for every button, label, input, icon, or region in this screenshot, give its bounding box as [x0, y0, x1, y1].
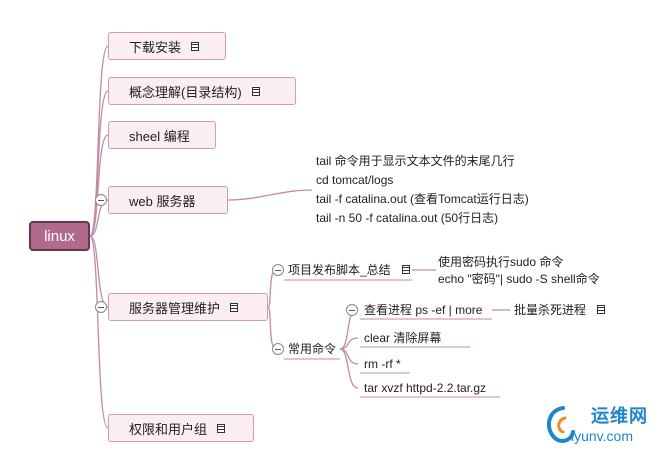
branch-web-notes — [227, 189, 313, 201]
topic-concepts-label: 概念理解(目录结构) — [129, 84, 242, 100]
watermark-url: iyunv.com — [571, 428, 633, 444]
command-tar-label: tar xvzf httpd-2.2.tar.gz — [364, 381, 487, 395]
note-icon[interactable] — [191, 41, 200, 51]
web-note-line: cd tomcat/logs — [316, 173, 394, 187]
web-note-line: tail -n 50 -f catalina.out (50行日志) — [316, 211, 499, 225]
topic-download[interactable]: 下载安装 — [108, 32, 226, 60]
command-clear[interactable]: clear 清除屏幕 — [364, 330, 441, 346]
collapse-ps-icon[interactable] — [346, 304, 358, 316]
subtopic-deploy[interactable]: 项目发布脚本_总结 — [288, 262, 411, 278]
note-icon[interactable] — [251, 86, 260, 96]
command-ps[interactable]: 查看进程 ps -ef | more — [364, 302, 482, 318]
topic-shell[interactable]: sheel 编程 — [108, 121, 216, 149]
swirl-logo-icon — [546, 406, 575, 443]
collapse-web-icon[interactable] — [95, 194, 107, 206]
deploy-note-line: echo "密码"| sudo -S shell命令 — [438, 272, 600, 286]
command-kill[interactable]: 批量杀死进程 — [514, 302, 606, 318]
command-clear-label: clear 清除屏幕 — [364, 331, 442, 345]
topic-concepts[interactable]: 概念理解(目录结构) — [108, 77, 296, 105]
topic-perms-label: 权限和用户组 — [129, 421, 208, 437]
subtopic-commands[interactable]: 常用命令 — [288, 341, 336, 357]
branch-rm — [339, 348, 359, 365]
deploy-note-line: 使用密码执行sudo 命令 — [438, 255, 564, 269]
web-notes: tail 命令用于显示文本文件的末尾几行 cd tomcat/logs tail… — [316, 152, 529, 228]
command-rm[interactable]: rm -rf * — [364, 356, 401, 372]
collapse-deploy-icon[interactable] — [272, 264, 284, 276]
branch-tar — [339, 348, 359, 389]
topic-server[interactable]: 服务器管理维护 — [108, 293, 268, 321]
command-rm-label: rm -rf * — [364, 357, 401, 371]
deploy-notes: 使用密码执行sudo 命令 echo "密码"| sudo -S shell命令 — [438, 254, 600, 288]
note-icon[interactable] — [402, 265, 411, 274]
branch-perms — [89, 235, 109, 429]
topic-web[interactable]: web 服务器 — [108, 186, 228, 214]
watermark-cn: 运维网 — [591, 406, 648, 426]
topic-perms[interactable]: 权限和用户组 — [108, 414, 254, 442]
root-label: linux — [44, 227, 75, 245]
note-icon[interactable] — [230, 302, 239, 312]
note-icon[interactable] — [597, 305, 606, 314]
branch-shell — [89, 134, 109, 237]
topic-download-label: 下载安装 — [129, 39, 182, 55]
topic-shell-label: sheel 编程 — [129, 128, 190, 144]
collapse-server-icon[interactable] — [95, 301, 107, 313]
web-note-line: tail -f catalina.out (查看Tomcat运行日志) — [316, 192, 529, 206]
collapse-commands-icon[interactable] — [272, 343, 284, 355]
root-node-linux[interactable]: linux — [29, 221, 90, 251]
branch-concepts — [89, 90, 109, 237]
commands-label: 常用命令 — [288, 342, 337, 356]
topic-web-label: web 服务器 — [129, 193, 196, 209]
command-ps-label: 查看进程 ps -ef | more — [364, 303, 483, 317]
branch-server — [89, 235, 109, 308]
web-note-line: tail 命令用于显示文本文件的末尾几行 — [316, 154, 515, 168]
command-kill-label: 批量杀死进程 — [514, 303, 587, 317]
deploy-label: 项目发布脚本_总结 — [288, 263, 391, 277]
watermark-logo: 运维网 iyunv.com — [543, 400, 653, 450]
command-tar[interactable]: tar xvzf httpd-2.2.tar.gz — [364, 380, 486, 396]
note-icon[interactable] — [217, 423, 226, 433]
topic-server-label: 服务器管理维护 — [129, 300, 221, 316]
